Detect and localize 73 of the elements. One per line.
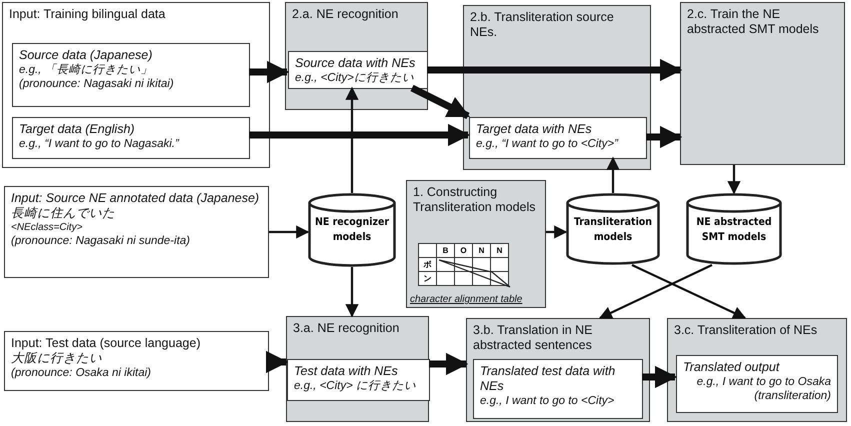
block-arrow [266, 350, 288, 374]
step-heading: 3.a. NE recognition [293, 321, 400, 336]
block-arrow [249, 124, 470, 146]
box-title: Input: Test data (source language) [11, 336, 202, 351]
example-text: 大阪に行きたい [11, 351, 103, 366]
data-box [2, 2, 270, 168]
data-box [469, 117, 647, 159]
step-heading: 3.b. Translation in NE abstracted sentences [473, 323, 594, 353]
example-text: e.g., “I want to go to Nagasaki.” [19, 137, 180, 151]
example-text: e.g., I want to go to Osaka (transliteration) [696, 375, 831, 403]
step-panel [406, 180, 546, 308]
group-heading: Input: Training bilingual data [9, 7, 166, 22]
data-box [473, 359, 643, 419]
step-heading: 2.a. NE recognition [292, 7, 400, 22]
box-title: Input: Source NE annotated data (Japanese) [11, 191, 260, 206]
data-box [676, 355, 838, 413]
example-text: (pronounce: Nagasaki ni sunde-ita) [11, 234, 191, 248]
block-arrow [427, 58, 682, 82]
example-text: 長崎に住んでいた [11, 206, 116, 221]
block-arrow [410, 84, 470, 120]
arrow [269, 225, 310, 239]
box-title: Test data with NEs [294, 364, 399, 379]
cylinder-label: NE recognizer models [314, 215, 390, 245]
step-panel [285, 2, 428, 110]
step-panel [667, 318, 847, 422]
arrow [727, 165, 741, 194]
arrow [345, 86, 359, 193]
step-heading: 2.c. Train the NE abstracted SMT models [687, 7, 820, 37]
example-text: (pronounce: Osaka ni ikitai) [11, 366, 152, 380]
arrow [345, 267, 359, 318]
example-text: <NEclass=City> [11, 221, 84, 234]
data-box [287, 359, 430, 401]
block-arrow [646, 126, 682, 148]
step-heading: 1. Constructing Transliteration models [413, 185, 537, 215]
table-cell: N [490, 244, 508, 258]
block-arrow [249, 60, 290, 84]
step-heading: 3.c. Transliteration of NEs [674, 323, 818, 338]
box-title: Target data (English) [19, 122, 136, 137]
table-cell: N [472, 244, 490, 258]
box-title: Translated test data with NEs [480, 364, 616, 394]
example-text: e.g., <City>に行きたい [295, 71, 415, 85]
example-text: (pronounce: Nagasaki ni ikitai) [19, 77, 175, 91]
example-text: e.g., I want to go to <City> [480, 394, 616, 408]
box-title: Source data with NEs [295, 56, 416, 71]
data-box [12, 43, 250, 107]
example-text: e.g., 「長崎に行きたい」 [19, 63, 154, 77]
table-caption: character alignment table [410, 293, 522, 306]
step-panel [463, 5, 651, 170]
step-panel [286, 316, 429, 422]
arrow [606, 156, 620, 193]
table-cell: ン [418, 272, 436, 286]
box-title: Source data (Japanese) [19, 48, 154, 63]
step-panel [680, 2, 845, 165]
block-arrow [642, 366, 678, 388]
step-panel [466, 318, 650, 422]
example-text: e.g., <City> に行きたい [294, 379, 418, 393]
cylinder-label: NE abstracted SMT models [695, 215, 773, 245]
table-cell: B [436, 244, 454, 258]
arrow [546, 225, 568, 239]
data-box [4, 186, 269, 278]
arrow [632, 264, 746, 319]
block-arrow [429, 352, 468, 376]
data-box [12, 117, 250, 159]
step-heading: 2.b. Transliteration source NEs. [470, 10, 615, 40]
table-cell: ボ [418, 258, 436, 272]
data-box [4, 331, 269, 391]
example-text: e.g., “I want to go to <City>” [476, 137, 620, 151]
box-title: Translated output [683, 360, 781, 375]
table-cell: O [454, 244, 472, 258]
data-box [288, 51, 428, 89]
cylinder-label: Transliteration models [572, 215, 654, 245]
arrow [598, 264, 712, 319]
box-title: Target data with NEs [476, 122, 593, 137]
